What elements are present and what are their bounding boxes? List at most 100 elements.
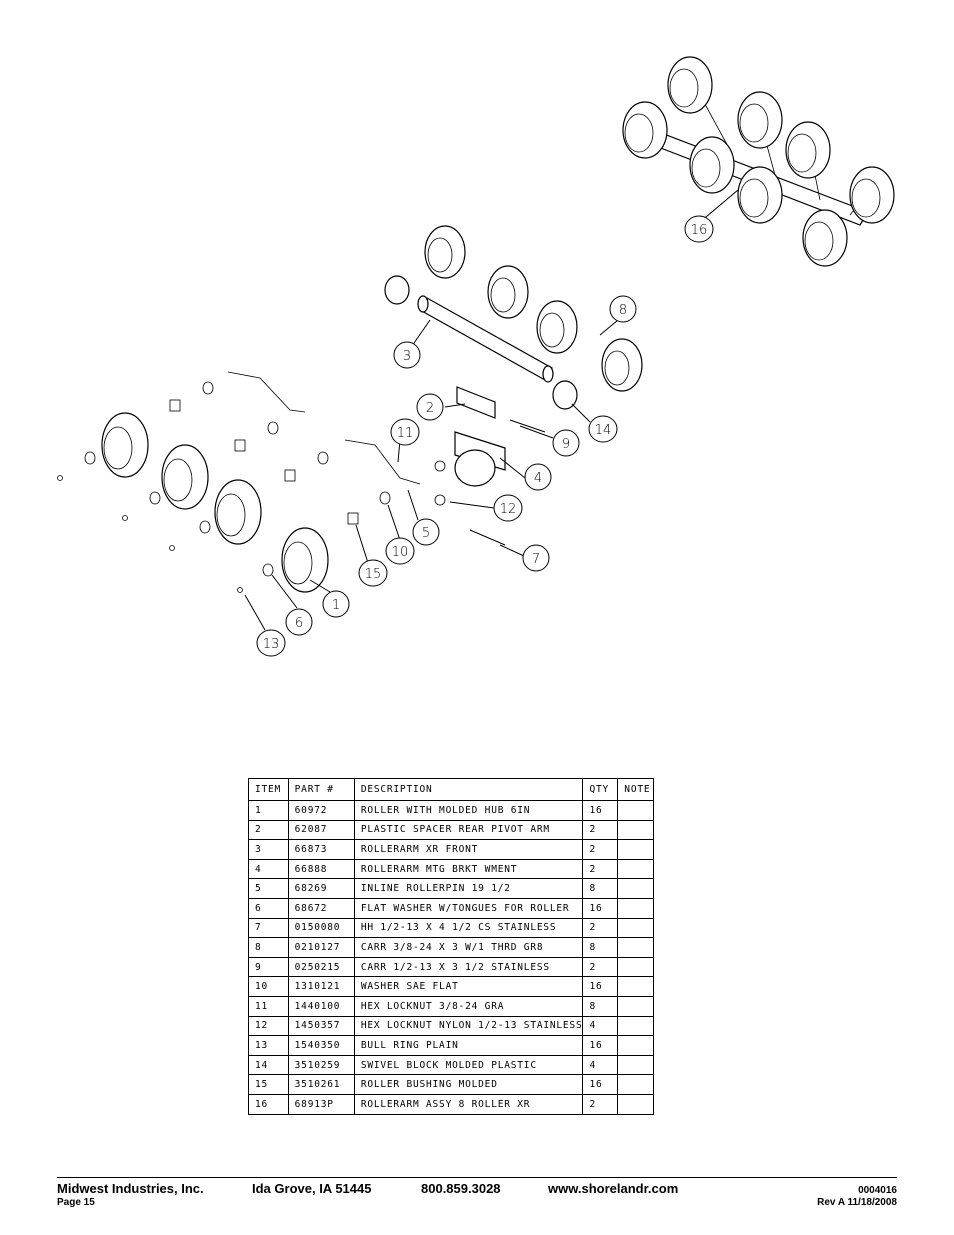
cell-qty: 8	[582, 937, 619, 958]
roller-wheel-g	[849, 166, 895, 224]
footer-divider	[57, 1177, 897, 1178]
footer-page-number: Page 15	[57, 1197, 95, 1208]
callout-11: 11	[390, 418, 420, 446]
callout-9: 9	[552, 429, 580, 457]
cell-qty: 2	[582, 956, 619, 978]
cell-part-number: 0210127	[287, 937, 355, 958]
roller-wheel-b	[622, 101, 668, 159]
cell-note	[617, 995, 654, 1017]
callout-7: 7	[522, 544, 550, 572]
cell-description: WASHER SAE FLAT	[353, 976, 584, 997]
cell-item: 11	[248, 995, 289, 1017]
cell-part-number: 68269	[287, 878, 355, 899]
exploded-parts-diagram: 1 2 3 4 5 6 7 8 9 10 11 12 13 14 15 16	[57, 56, 895, 657]
cell-item: 2	[248, 819, 289, 841]
cell-item: 14	[248, 1054, 289, 1076]
roller-wheel-c	[737, 91, 783, 149]
cell-qty: 2	[582, 858, 619, 880]
cell-note	[617, 956, 654, 978]
cell-note	[617, 839, 654, 860]
roller-wheel-a	[667, 56, 713, 114]
cell-qty: 2	[582, 819, 619, 841]
cell-item: 1	[248, 800, 289, 821]
svg-text:3: 3	[403, 349, 411, 364]
cell-part-number: 66873	[287, 839, 355, 860]
cell-item: 6	[248, 897, 289, 919]
cell-note	[617, 1093, 654, 1115]
cell-item: 9	[248, 956, 289, 978]
header-qty: QTY	[582, 778, 619, 801]
cell-qty: 2	[582, 839, 619, 860]
svg-text:12: 12	[500, 502, 517, 517]
cell-part-number: 60972	[287, 800, 355, 821]
upper-roller-3	[536, 300, 578, 354]
cell-part-number: 1450357	[287, 1015, 355, 1037]
callout-15: 15	[358, 559, 388, 587]
callout-4: 4	[524, 463, 552, 491]
lower-roller-1	[101, 412, 149, 478]
callout-8: 8	[609, 295, 637, 323]
cell-description: ROLLERARM ASSY 8 ROLLER XR	[353, 1093, 584, 1115]
cell-description: INLINE ROLLERPIN 19 1/2	[353, 878, 584, 899]
cell-qty: 8	[582, 878, 619, 899]
cell-item: 15	[248, 1074, 289, 1095]
cell-part-number: 68913P	[287, 1093, 355, 1115]
cell-note	[617, 800, 654, 821]
cell-description: HEX LOCKNUT 3/8-24 GRA	[353, 995, 584, 1017]
svg-text:7: 7	[532, 552, 540, 567]
cell-qty: 2	[582, 917, 619, 939]
roller-wheel-f	[737, 166, 783, 224]
cell-part-number: 68672	[287, 897, 355, 919]
lower-roller-2	[161, 444, 209, 510]
cell-item: 8	[248, 937, 289, 958]
cell-note	[617, 858, 654, 880]
cell-qty: 16	[582, 1074, 619, 1095]
callout-14: 14	[588, 415, 618, 443]
footer-phone: 800.859.3028	[421, 1181, 501, 1196]
cell-description: ROLLERARM XR FRONT	[353, 839, 584, 860]
callout-10: 10	[385, 537, 415, 565]
cell-note	[617, 976, 654, 997]
cell-note	[617, 1015, 654, 1037]
svg-text:2: 2	[426, 401, 434, 416]
svg-text:10: 10	[392, 545, 409, 560]
cell-part-number: 0150080	[287, 917, 355, 939]
cell-part-number: 3510259	[287, 1054, 355, 1076]
cell-qty: 8	[582, 995, 619, 1017]
upper-roller-2	[487, 265, 529, 319]
cell-description: HEX LOCKNUT NYLON 1/2-13 STAINLESS	[353, 1015, 584, 1037]
header-part: PART #	[287, 778, 355, 801]
leader-lines	[244, 189, 739, 631]
callout-5: 5	[412, 518, 440, 546]
footer-revision: Rev A 11/18/2008	[817, 1197, 897, 1208]
cell-qty: 2	[582, 1093, 619, 1115]
callout-1: 1	[322, 590, 350, 618]
cell-qty: 16	[582, 800, 619, 821]
cell-item: 16	[248, 1093, 289, 1115]
cell-qty: 4	[582, 1054, 619, 1076]
cell-description: ROLLER BUSHING MOLDED	[353, 1074, 584, 1095]
cell-note	[617, 897, 654, 919]
cell-description: BULL RING PLAIN	[353, 1035, 584, 1056]
callout-3: 3	[393, 341, 421, 369]
cell-note	[617, 917, 654, 939]
svg-text:6: 6	[295, 616, 303, 631]
cell-item: 3	[248, 839, 289, 860]
callout-13: 13	[256, 629, 286, 657]
cell-part-number: 3510261	[287, 1074, 355, 1095]
cell-description: CARR 1/2-13 X 3 1/2 STAINLESS	[353, 956, 584, 978]
footer-doc-number: 0004016	[858, 1185, 897, 1196]
cell-note	[617, 1035, 654, 1056]
svg-text:1: 1	[332, 598, 340, 613]
callout-2: 2	[416, 393, 444, 421]
